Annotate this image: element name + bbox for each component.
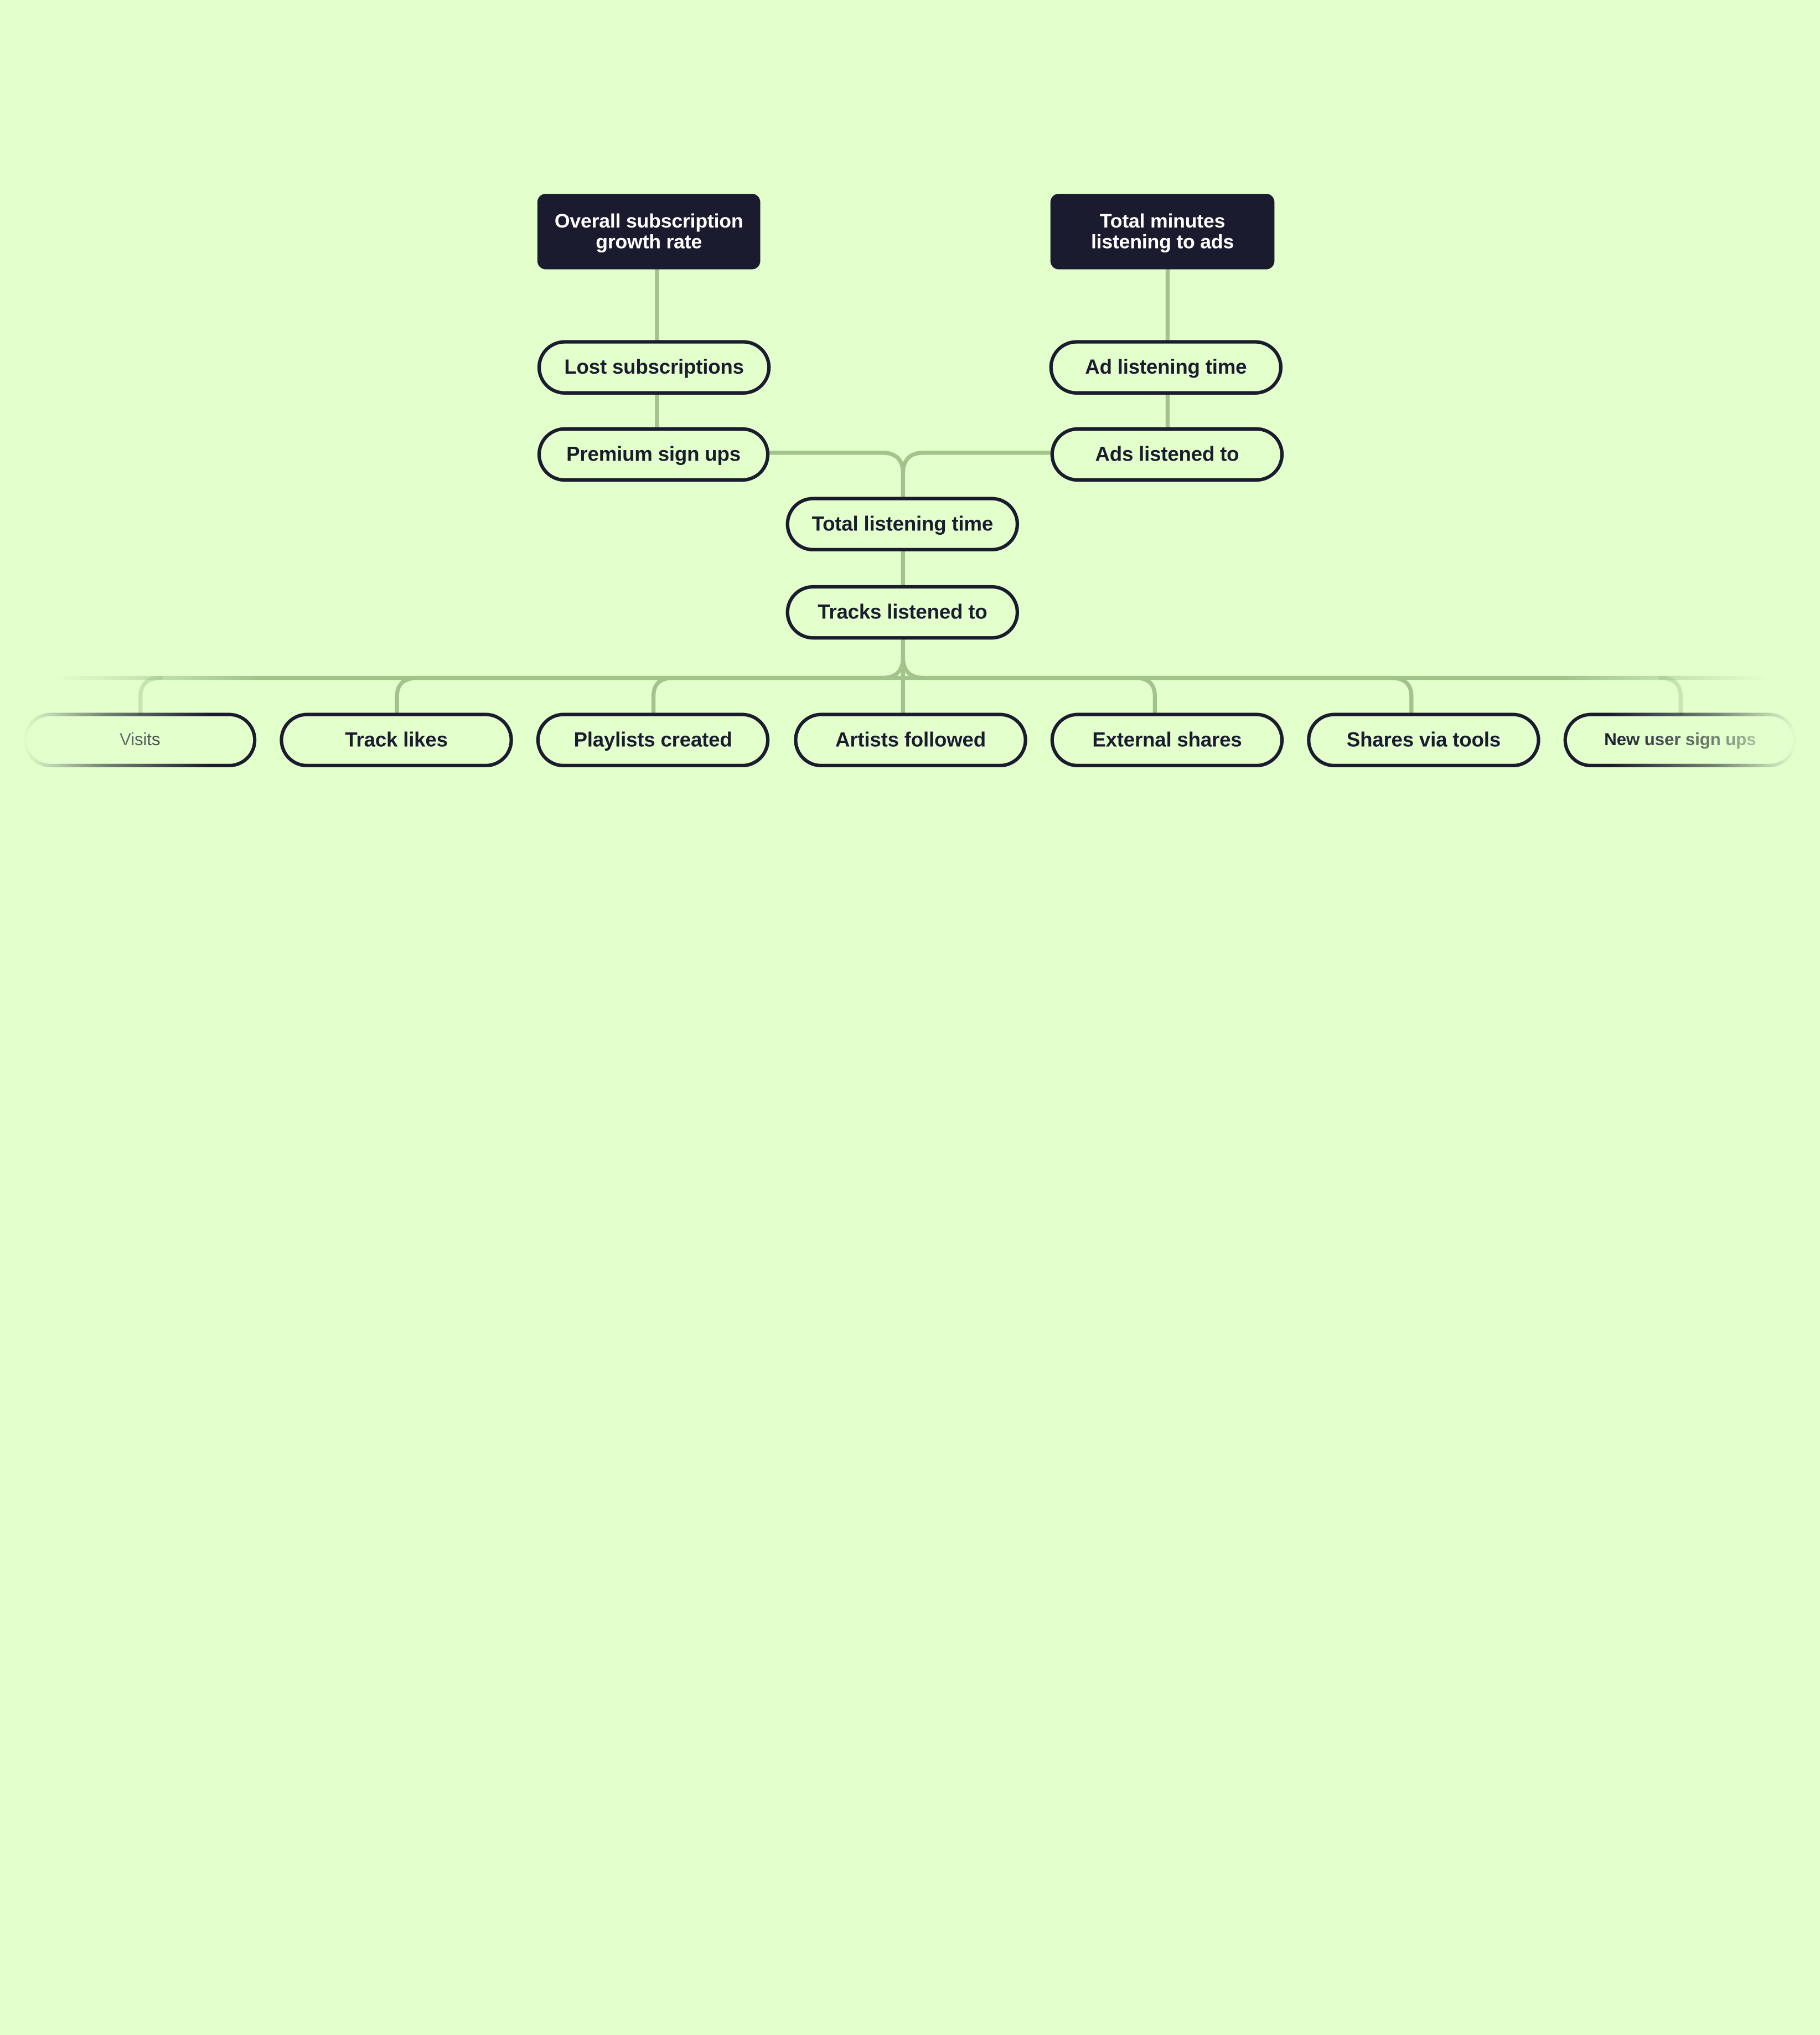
node-label-line: growth rate [596,230,702,253]
node-label: Premium sign ups [566,442,741,466]
node-track-likes[interactable]: Track likes [280,712,513,768]
node-label: Artists followed [835,727,986,751]
node-label: Ads listened to [1095,442,1239,466]
node-label-line: listening to ads [1090,230,1234,253]
node-tracks-listened-to[interactable]: Tracks listened to [785,585,1020,640]
node-label-line: Overall subscription [554,209,743,232]
connector-line [766,451,906,500]
node-label: Visits [120,730,161,750]
node-label: External shares [1092,727,1242,751]
connector-line [651,675,675,716]
connector-lines [44,267,1776,716]
node-ad-listening-time[interactable]: Ad listening time [1049,340,1283,395]
node-artists-followed[interactable]: Artists followed [794,712,1027,768]
node-label: New user sign ups [1604,730,1756,750]
node-new-user-sign-ups[interactable]: New user sign ups [1563,712,1797,768]
node-shares-via-tools[interactable]: Shares via tools [1307,712,1540,768]
node-playlists-created[interactable]: Playlists created [536,712,770,768]
node-visits[interactable]: Visits [23,712,257,768]
node-label-line: Total minutes [1099,209,1226,232]
connector-line [901,451,1054,476]
node-lost-subscriptions[interactable]: Lost subscriptions [537,340,771,395]
node-external-shares[interactable]: External shares [1050,712,1284,768]
connector-line [1133,675,1157,716]
node-premium-sign-ups[interactable]: Premium sign ups [537,427,770,482]
node-label: Tracks listened to [818,600,987,624]
connector-line [901,655,1414,716]
connector-line-faded [138,675,164,716]
node-label: Shares via tools [1346,727,1501,751]
connector-line [395,655,906,716]
node-label: Playlists created [573,727,732,751]
node-total-minutes-listening-to-ads[interactable]: Total minutes listening to ads [1050,194,1275,270]
connector-line-faded [1657,675,1683,716]
node-label: Total listening time [811,512,994,535]
node-total-listening-time[interactable]: Total listening time [785,497,1020,552]
node-ads-listened-to[interactable]: Ads listened to [1050,427,1284,482]
node-label: Lost subscriptions [564,355,744,379]
node-label: Ad listening time [1085,355,1247,379]
node-label: Track likes [345,727,448,751]
node-overall-subscription-growth-rate[interactable]: Overall subscription growth rate [537,194,761,270]
